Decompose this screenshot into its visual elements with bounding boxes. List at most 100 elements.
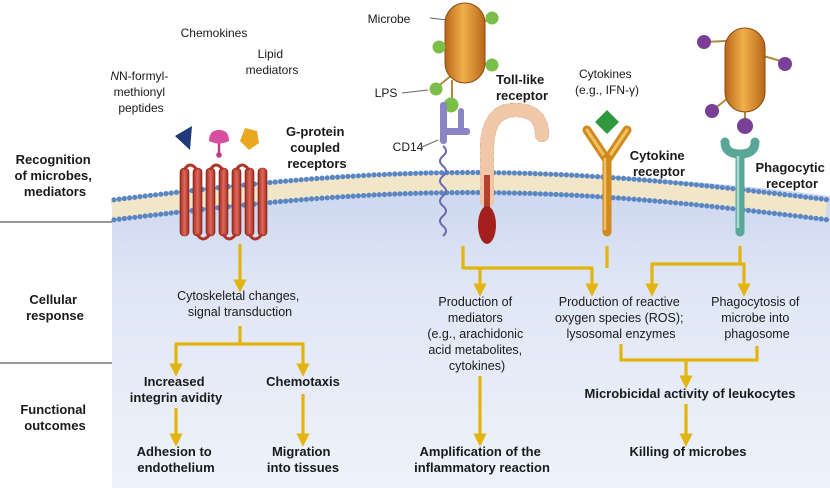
cytokine-receptor-icon	[582, 125, 632, 237]
membrane-bead	[797, 193, 804, 199]
membrane-bead	[803, 194, 809, 200]
membrane-bead	[397, 171, 403, 177]
adhesion-to-endothelium-text: Adhesion to endothelium	[137, 444, 216, 475]
membrane-bead	[719, 184, 726, 191]
membrane-bead	[319, 175, 325, 181]
membrane-bead	[548, 191, 554, 197]
phagocytic-receptor-label: Phagocytic receptor	[756, 160, 829, 191]
membrane-bead	[714, 204, 720, 210]
membrane-bead	[662, 179, 668, 185]
membrane-bead	[465, 189, 471, 196]
membrane-bead	[693, 202, 700, 208]
membrane-bead	[142, 193, 148, 199]
membrane-bead	[407, 190, 413, 197]
membrane-bead	[745, 207, 752, 213]
membrane-bead	[283, 198, 289, 204]
membrane-bead	[511, 170, 517, 176]
membrane-bead	[496, 190, 502, 196]
membrane-bead	[392, 191, 398, 197]
gpcr-helix	[231, 167, 242, 237]
membrane-bead	[413, 190, 419, 196]
membrane-bead	[506, 190, 512, 196]
membrane-bead	[127, 195, 133, 201]
membrane-bead	[173, 189, 179, 195]
membrane-bead	[751, 208, 757, 214]
membrane-bead	[423, 190, 429, 196]
membrane-bead	[730, 206, 736, 212]
membrane-bead	[693, 182, 700, 188]
membrane-bead	[782, 192, 788, 198]
membrane-bead	[277, 198, 283, 205]
membrane-bead	[782, 212, 788, 218]
membrane-bead	[116, 196, 122, 202]
gpcr-helix	[218, 167, 229, 237]
membrane-bead	[532, 171, 538, 177]
membrane-bead	[158, 191, 164, 197]
killing-of-microbes-text: Killing of microbes	[629, 444, 746, 459]
membrane-bead	[272, 179, 278, 185]
lps-label: LPS	[375, 86, 398, 100]
membrane-bead	[288, 178, 294, 184]
membrane-bead	[792, 193, 798, 199]
membrane-bead	[142, 213, 148, 219]
membrane-bead	[823, 217, 830, 223]
lipid-mediator-pentagon-icon	[240, 128, 259, 150]
membrane-bead	[569, 192, 575, 198]
cell-membrane	[110, 169, 830, 223]
membrane-bead	[709, 183, 715, 189]
membrane-bead	[168, 190, 174, 196]
membrane-bead	[376, 192, 382, 198]
membrane-bead	[777, 211, 783, 217]
membrane-bead	[387, 171, 393, 177]
membrane-bead	[433, 170, 439, 176]
membrane-bead	[563, 172, 570, 178]
membrane-bead	[454, 170, 460, 176]
lps-leader-line	[401, 89, 429, 94]
membrane-bead	[511, 190, 517, 196]
membrane-bead	[314, 195, 320, 202]
membrane-bead	[553, 191, 559, 197]
membrane-bead	[704, 203, 710, 209]
membrane-bead	[449, 170, 455, 176]
membrane-bead	[163, 211, 169, 217]
membrane-bead	[158, 211, 164, 217]
g-protein-coupled-receptor-icon	[179, 163, 268, 241]
membrane-bead	[147, 212, 153, 218]
membrane-bead	[615, 195, 622, 201]
lipid-mediators-label: Lipid mediators	[246, 47, 299, 77]
membrane-bead	[147, 192, 153, 198]
toll-like-receptor-label: Toll-like receptor	[496, 72, 548, 103]
membrane-bead	[355, 193, 361, 199]
membrane-bead	[818, 196, 824, 202]
arrow-tlr-bar	[461, 246, 599, 297]
membrane-bead	[288, 198, 294, 204]
membrane-bead	[621, 175, 627, 181]
membrane-bead	[423, 170, 429, 176]
membrane-bead	[345, 193, 351, 199]
membrane-bead	[688, 181, 694, 187]
membrane-bead	[574, 192, 580, 198]
membrane-bead	[704, 183, 710, 189]
membrane-bead	[303, 176, 309, 182]
membrane-bead	[387, 191, 393, 197]
membrane-bead	[652, 178, 658, 184]
membrane-bead	[719, 204, 726, 211]
membrane-bead	[548, 171, 554, 177]
membrane-bead	[413, 170, 419, 176]
ros-production-text: Production of reactive oxygen species (R…	[555, 295, 687, 341]
membrane-bead	[730, 186, 736, 192]
membrane-bead	[501, 190, 507, 196]
cytokines-label: Cytokines (e.g., IFN-γ)	[575, 67, 639, 97]
membrane-bead	[641, 197, 648, 203]
row-dividers	[0, 221, 112, 364]
membrane-bead	[678, 200, 684, 206]
membrane-bead	[324, 175, 330, 181]
membrane-bead	[673, 180, 679, 186]
membrane-bead	[173, 209, 179, 215]
cd14-leader-line	[421, 139, 439, 148]
membrane-bead	[652, 198, 658, 204]
membrane-bead	[501, 170, 507, 176]
membrane-bead	[553, 171, 559, 177]
membrane-bead	[397, 191, 403, 197]
